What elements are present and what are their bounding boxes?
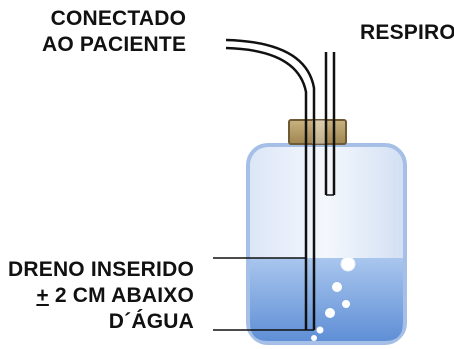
stopper-gap [312, 120, 326, 144]
patient-label-line2: AO PACIENTE [42, 33, 187, 56]
patient-label-line1: CONECTADO [50, 7, 187, 30]
drain-label-line2-text: 2 CM ABAIXO [48, 284, 194, 307]
breath-vent-label: RESPIRO [360, 21, 454, 44]
drain-label-line3: D´ÁGUA [108, 310, 194, 333]
patient-tube-inner [225, 46, 308, 330]
bubble [325, 308, 335, 318]
water [250, 258, 403, 341]
bubble [340, 256, 356, 272]
bubble [332, 282, 342, 292]
stopper [288, 119, 347, 145]
patient-tube-outer [225, 38, 316, 330]
plus-minus-symbol: + [36, 284, 49, 307]
connected-to-patient-label: CONECTADO AO PACIENTE [42, 6, 186, 58]
drain-inserted-label: DRENO INSERIDO + 2 CM ABAIXO D´ÁGUA [8, 257, 194, 335]
bubble [342, 300, 350, 308]
drain-label-line1: DRENO INSERIDO [8, 258, 194, 281]
bubble [311, 335, 317, 341]
bubble [316, 326, 324, 334]
drain-label-line2: + 2 CM ABAIXO [8, 283, 194, 309]
bubbles [311, 256, 356, 341]
